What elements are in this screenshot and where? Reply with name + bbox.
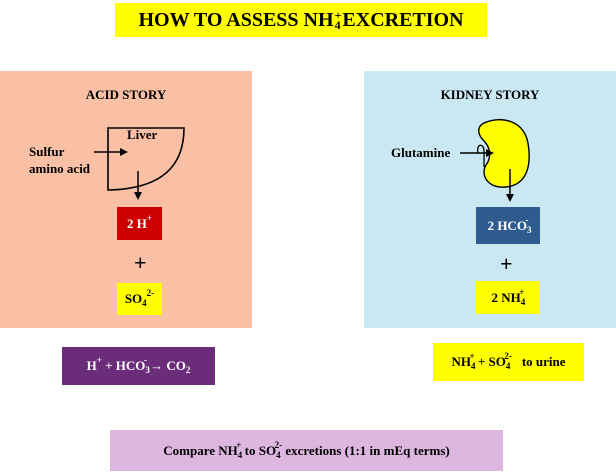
- acid-story-title: ACID STORY: [85, 87, 167, 102]
- h-ion-box: 2 H+: [117, 207, 162, 240]
- title-ion-charge: +4: [334, 8, 342, 32]
- liver-shape: [107, 127, 185, 191]
- glutamine-arrow-head: [486, 149, 494, 157]
- glutamine-hook: [477, 144, 485, 167]
- kidney-plus-sign: +: [500, 251, 513, 276]
- sulfur-arrow-head: [120, 148, 128, 156]
- amino-acid-label: amino acid: [29, 161, 91, 176]
- kidney-shape: [478, 119, 530, 188]
- sulfur-label: Sulfur: [29, 144, 65, 159]
- title-text: HOW TO ASSESS NH: [138, 8, 334, 31]
- reaction-arrow: →: [146, 358, 167, 373]
- liver-diagram: [94, 127, 185, 200]
- acid-plus-sign: +: [134, 250, 147, 275]
- title-suffix: EXCRETION: [342, 8, 464, 31]
- glutamine-label: Glutamine: [391, 145, 451, 160]
- liver-label: Liver: [127, 127, 158, 142]
- kidney-diagram: [460, 119, 530, 202]
- acid-story-panel: ACID STORY Liver Sulfur amino acid 2 H+ …: [0, 71, 252, 328]
- page-title: HOW TO ASSESS NH+4 EXCRETION: [115, 3, 487, 37]
- kidney-down-arrow-head: [506, 194, 514, 202]
- kidney-story-title: KIDNEY STORY: [440, 87, 540, 102]
- liver-down-arrow-head: [134, 192, 142, 200]
